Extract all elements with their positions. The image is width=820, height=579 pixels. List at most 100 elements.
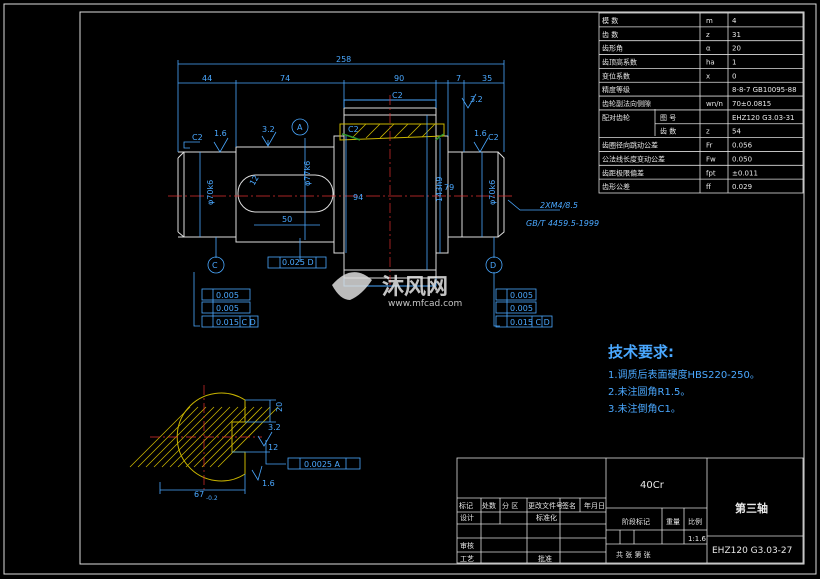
param-value-1: 31 bbox=[732, 31, 741, 39]
param-symbol-2: α bbox=[706, 45, 711, 53]
param-symbol-3: ha bbox=[706, 59, 715, 67]
param-value-5: 8-8-7 GB10095-88 bbox=[732, 86, 797, 94]
param-name-10: 公法线长度变动公差 bbox=[602, 154, 665, 163]
dim-74: 74 bbox=[280, 74, 290, 83]
param-name-9: 齿圈径向跳动公差 bbox=[602, 141, 658, 150]
lbl-approve: 批准 bbox=[538, 554, 552, 563]
dim-143: 143h9 bbox=[435, 177, 444, 202]
rough-32-gear: 3.2 bbox=[470, 95, 483, 104]
param-symbol-1: z bbox=[706, 31, 710, 39]
watermark-url: www.mfcad.com bbox=[388, 299, 462, 309]
part-name: 第三轴 bbox=[735, 501, 768, 515]
param-name-11: 齿距极限偏差 bbox=[602, 168, 644, 177]
param-sub-8: 齿 数 bbox=[660, 127, 676, 136]
dim-44: 44 bbox=[202, 74, 212, 83]
dim-35: 35 bbox=[482, 74, 492, 83]
hdr-mark: 标记 bbox=[459, 501, 473, 510]
param-symbol-10: Fw bbox=[706, 155, 716, 163]
sec-dim-67-sub: -0.2 bbox=[206, 495, 218, 502]
hdr-sign: 签名 bbox=[562, 501, 576, 510]
section-hatch-line bbox=[185, 406, 247, 468]
param-symbol-4: x bbox=[706, 72, 710, 80]
sec-rough-32: 3.2 bbox=[268, 423, 281, 432]
gear-parameter-table bbox=[598, 12, 804, 194]
param-value-3: 1 bbox=[732, 59, 736, 67]
hdr-file: 更改文件号 bbox=[528, 501, 563, 510]
rough-16-right: 1.6 bbox=[474, 129, 487, 138]
param-name-1: 齿 数 bbox=[602, 30, 618, 39]
lbl-stage: 阶段标记 bbox=[622, 517, 650, 526]
drawing-number: EHZ120 G3.03-27 bbox=[712, 546, 792, 556]
sec-rough-16: 1.6 bbox=[262, 479, 275, 488]
param-symbol-0: m bbox=[706, 17, 713, 25]
param-value-0: 4 bbox=[732, 17, 737, 25]
dim-phi70-right: φ70k6 bbox=[488, 180, 497, 205]
tech-title: 技术要求: bbox=[608, 343, 674, 361]
gt-left-1: 0.005 bbox=[216, 291, 239, 300]
section-view bbox=[129, 385, 361, 494]
dim-phi70-left: φ70k6 bbox=[206, 180, 215, 205]
outer-frame bbox=[3, 3, 817, 575]
lbl-std: 标准化 bbox=[536, 513, 557, 522]
tech-requirements: 技术要求: 1.调质后表面硬度HBS220-250。 2.未注圆角R1.5。 3… bbox=[608, 343, 760, 415]
chamfer-c2-right: C2 bbox=[488, 133, 499, 142]
dim-total: 258 bbox=[336, 55, 351, 64]
dim-7: 7 bbox=[456, 74, 461, 83]
dimension-lines bbox=[177, 60, 560, 328]
param-symbol-11: fpt bbox=[706, 169, 716, 177]
title-block bbox=[456, 457, 804, 564]
gt-right-2: 0.005 bbox=[510, 304, 533, 313]
gear-hatch bbox=[339, 123, 445, 141]
dim-12: 12 bbox=[248, 174, 261, 187]
rough-32-key: 3.2 bbox=[262, 125, 275, 134]
dim-50: 50 bbox=[282, 215, 292, 224]
lbl-ratio: 比例 bbox=[688, 517, 702, 526]
dim-90: 90 bbox=[394, 74, 404, 83]
sec-dim-12: 12 bbox=[268, 443, 278, 452]
datum-d-label: D bbox=[490, 261, 496, 270]
chamfer-c2-left: C2 bbox=[192, 133, 203, 142]
param-value-6: 70±0.0815 bbox=[732, 100, 771, 108]
watermark-brand: 沐风网 bbox=[382, 275, 448, 300]
callout-center-hole: 2XM4/8.5 bbox=[540, 201, 578, 210]
callout-standard: GB/T 4459.5-1999 bbox=[526, 219, 599, 228]
rough-16-left: 1.6 bbox=[214, 129, 227, 138]
lbl-craft: 工艺 bbox=[460, 555, 474, 563]
hdr-count: 处数 bbox=[482, 501, 496, 510]
param-name-7: 配对齿轮 bbox=[602, 113, 630, 122]
watermark: 沐风网 www.mfcad.com bbox=[332, 272, 462, 309]
tech-item-2: 2.未注圆角R1.5。 bbox=[608, 385, 690, 398]
param-symbol-9: Fr bbox=[706, 142, 713, 150]
dim-79: 79 bbox=[444, 183, 454, 192]
param-value-8: 54 bbox=[732, 128, 741, 136]
param-value-4: 0 bbox=[732, 72, 736, 80]
param-name-0: 模 数 bbox=[602, 16, 618, 25]
chamfer-c2-collar: C2 bbox=[348, 125, 359, 134]
param-value-12: 0.029 bbox=[732, 183, 752, 191]
gt-right-3: 0.015 C D bbox=[510, 318, 550, 327]
scale: 1:1.6 bbox=[688, 535, 706, 543]
param-value-7: EHZ120 G3.03-31 bbox=[732, 114, 795, 122]
lbl-review: 审核 bbox=[460, 541, 474, 550]
sec-dim-20: 20 bbox=[275, 402, 284, 412]
param-name-6: 齿轮副法向侧隙 bbox=[602, 99, 651, 108]
datum-a-label: A bbox=[297, 123, 303, 132]
hdr-date: 年月日 bbox=[584, 501, 605, 510]
gt-left-3: 0.015 C D bbox=[216, 318, 256, 327]
param-value-2: 20 bbox=[732, 45, 741, 53]
tech-item-1: 1.调质后表面硬度HBS220-250。 bbox=[608, 368, 760, 381]
watermark-logo-icon bbox=[332, 272, 372, 300]
gt-left-2: 0.005 bbox=[216, 304, 239, 313]
dim-94: 94 bbox=[353, 193, 363, 202]
sec-dim-67: 67 bbox=[194, 490, 204, 499]
param-sub-7: 图 号 bbox=[660, 114, 676, 122]
param-name-4: 变位系数 bbox=[602, 71, 630, 80]
tech-item-3: 3.未注倒角C1。 bbox=[608, 402, 681, 415]
hdr-zone: 分 区 bbox=[502, 501, 518, 510]
inner-frame bbox=[79, 11, 805, 565]
dim-phi77: φ77k6 bbox=[303, 161, 312, 186]
sec-tol: 0.0025 A bbox=[304, 460, 341, 469]
param-value-9: 0.056 bbox=[732, 142, 753, 150]
